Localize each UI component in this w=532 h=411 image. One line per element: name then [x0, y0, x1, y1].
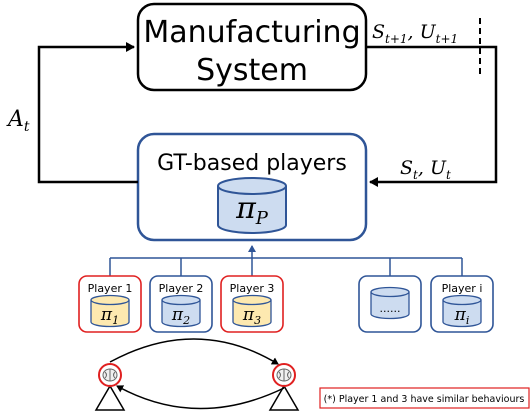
behaviour-arrow-bottom — [116, 385, 285, 410]
player-card-label: Player 1 — [88, 282, 133, 295]
brain-icon — [276, 368, 292, 382]
agent-left — [94, 363, 126, 411]
player-cards: Player 1 π1 Player 2 π2 Player 3 π3...... Play… — [78, 275, 494, 333]
player-policy-label: π2 — [171, 305, 190, 327]
behaviour-arrow-top — [109, 338, 279, 365]
player-card-5: Player i πi — [430, 275, 494, 333]
policy-cylinder-icon — [370, 286, 410, 320]
player-card-4: ...... — [358, 275, 422, 333]
player-policy-label: πi — [454, 305, 470, 327]
manufacturing-system-label-line2: System — [196, 53, 308, 88]
action-label: At — [6, 107, 30, 135]
state-arrow — [366, 45, 498, 187]
agent-right-body — [268, 384, 300, 411]
action-arrow — [37, 42, 138, 184]
policy-pi-p-label: πP — [235, 191, 269, 229]
gt-players-node: GT-based players πP — [136, 132, 368, 242]
player-card-label: Player 2 — [159, 282, 204, 295]
brain-icon — [102, 368, 118, 382]
player-policy-label: π1 — [100, 305, 119, 327]
agent-left-head-highlight — [98, 363, 122, 387]
behaviour-note: (*) Player 1 and 3 have similar behaviou… — [319, 387, 530, 409]
agent-right-head-highlight — [272, 363, 296, 387]
policy-cylinder-icon — [90, 294, 130, 328]
agent-left-body — [94, 384, 126, 411]
behaviour-note-text: (*) Player 1 and 3 have similar behaviou… — [324, 394, 525, 405]
player-card-3: Player 3 π3 — [220, 275, 284, 333]
policy-cylinder-icon — [442, 294, 482, 328]
agent-right — [268, 363, 300, 411]
policy-cylinder-icon — [217, 177, 287, 234]
manufacturing-system-label-line1: Manufacturing — [143, 15, 360, 50]
manufacturing-system-node: Manufacturing System — [136, 2, 368, 92]
player-policy-label: π3 — [242, 305, 261, 327]
player-card-label: Player 3 — [230, 282, 275, 295]
gt-players-title: GT-based players — [157, 151, 347, 176]
behaviour-note-box — [319, 387, 530, 409]
player-policy-label: ...... — [380, 302, 401, 315]
player-card-2: Player 2 π2 — [149, 275, 213, 333]
policy-cylinder-icon — [232, 294, 272, 328]
player-card-1: Player 1 π1 — [78, 275, 142, 333]
next-state-utility-label: St+1, Ut+1 — [372, 21, 458, 46]
state-utility-label: St, Ut — [400, 157, 451, 182]
policy-cylinder-icon — [161, 294, 201, 328]
player-card-label: Player i — [442, 282, 483, 295]
players-aggregation-connector — [109, 245, 463, 276]
